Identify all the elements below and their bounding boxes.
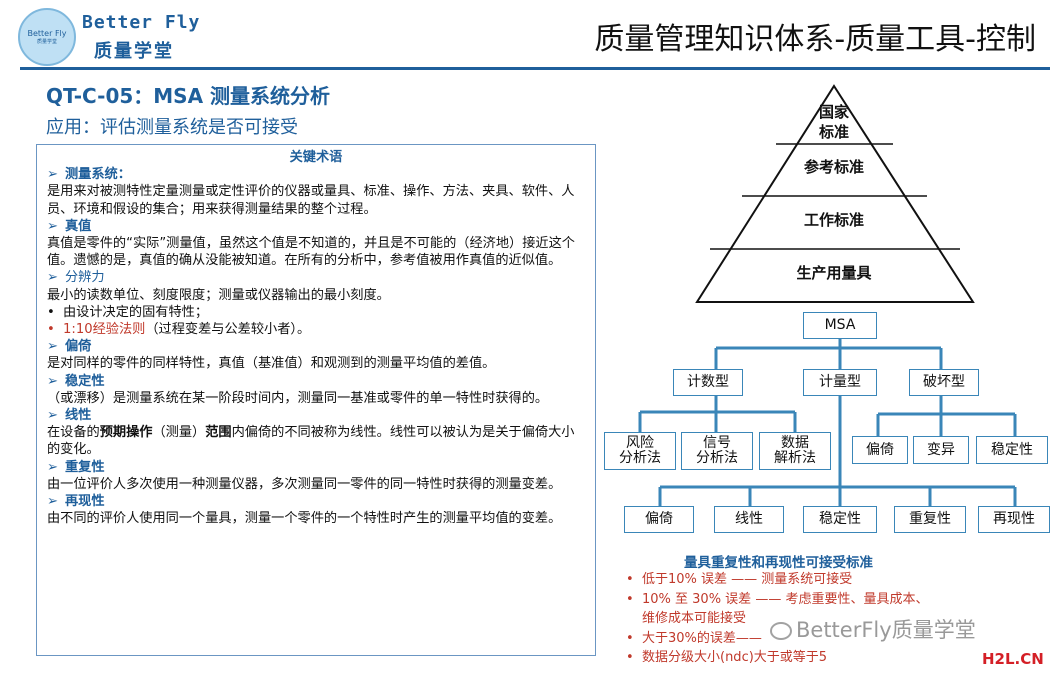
brand-english: Better Fly [82,12,201,33]
term-reproducibility: ➢ 再现性 [47,493,585,510]
destructive-bias-box: 偏倚 [852,436,908,464]
term-title: 真值 [65,218,92,234]
measure-repeatability-box: 重复性 [894,506,966,533]
logo-text: Better Fly [27,29,67,38]
term-title: 线性 [65,408,92,424]
arrow-icon: ➢ [47,218,59,234]
arrow-icon: ➢ [47,459,59,475]
bullet-text: 由设计决定的固有特性； [63,304,209,320]
term-repeatability: ➢ 重复性 [47,459,585,476]
criteria-title: 量具重复性和再现性可接受标准 [684,555,873,571]
term-body: 最小的读数单位、刻度限度；测量或仪器输出的最小刻度。 [47,287,390,303]
wechat-icon [770,622,792,640]
arrow-icon: ➢ [47,494,59,510]
box-text: 分析法 [696,450,738,466]
criteria-item: •数据分级大小(ndc)大于或等于5 [626,650,828,665]
box-text: 信号 [703,435,731,451]
term-body: （或漂移）是测量系统在某一阶段时间内，测量同一基准或零件的单一特性时获得的。 [47,390,549,406]
measure-type-box: 计量型 [803,369,877,396]
arrow-icon: ➢ [47,270,59,286]
text-part: 在设备的 [47,425,100,441]
destructive-variation-box: 变异 [913,436,969,464]
criteria-item: •10% 至 30% 误差 —— 考虑重要性、量具成本、 [626,591,929,607]
criteria-item: •大于30%的误差—— [626,630,762,646]
measure-stability-box: 稳定性 [803,506,877,533]
risk-analysis-box: 风险分析法 [604,432,676,470]
criteria-text: 数据分级大小(ndc)大于或等于5 [642,650,828,665]
criteria-text: 低于10% 误差 —— 测量系统可接受 [642,572,853,587]
measure-reproducibility-box: 再现性 [978,506,1050,533]
msa-root-box: MSA [803,312,877,339]
key-terms-box: 关键术语 ➢ 测量系统： 是用来对被测特性定量测量或定性评价的仪器或量具、标准、操… [36,144,596,656]
arrow-icon: ➢ [47,373,59,389]
signal-analysis-box: 信号分析法 [681,432,753,470]
pyramid-level-production: 生产用量具 [796,264,872,282]
term-linearity: ➢ 线性 [47,407,585,424]
site-mark: H2L.CN [982,650,1044,668]
term-title: 偏倚 [65,339,92,355]
text-bold: 范围 [205,425,232,441]
measure-bias-box: 偏倚 [624,506,694,533]
page-title: 质量管理知识体系-质量工具-控制 [594,22,1036,57]
term-bias: ➢ 偏倚 [47,338,585,355]
term-body: 由不同的评价人使用同一个量具，测量一个零件的一个特性时产生的测量平均值的变差。 [47,511,562,527]
bullet-text: （过程变差与公差较小者）。 [145,322,311,338]
data-analysis-box: 数据解析法 [759,432,831,470]
criteria-text: 10% 至 30% 误差 —— 考虑重要性、量具成本、 [642,591,929,607]
key-terms-heading: 关键术语 [289,150,343,165]
term-title: 测量系统： [65,167,131,183]
resolution-bullet-2: •1:10经验法则（过程变差与公差较小者）。 [47,322,311,338]
criteria-item: •低于10% 误差 —— 测量系统可接受 [626,572,853,587]
criteria-list: •低于10% 误差 —— 测量系统可接受 •10% 至 30% 误差 —— 考虑… [626,570,928,668]
count-type-box: 计数型 [673,369,743,396]
term-body: 是对同样的零件的同样特性，真值（基准值）和观测到的测量平均值的差值。 [47,356,496,372]
destructive-stability-box: 稳定性 [976,436,1048,464]
term-stability: ➢ 稳定性 [47,373,585,390]
term-title: 重复性 [65,459,105,475]
section-title: QT-C-05：MSA 测量系统分析 [46,84,331,108]
arrow-icon: ➢ [47,408,59,424]
box-text: 分析法 [619,450,661,466]
measure-linearity-box: 线性 [714,506,784,533]
pyramid-level-reference: 参考标准 [803,158,864,176]
brand-chinese: 质量学堂 [94,41,174,62]
watermark-text: BetterFly质量学堂 [796,618,976,642]
term-body: 在设备的预期操作（测量）范围内偏倚的不同被称为线性。线性可以被认为是关于偏倚大小… [47,424,585,458]
term-body: 由一位评价人多次使用一种测量仪器，多次测量同一零件的同一特性时获得的测量变差。 [47,476,562,492]
watermark: BetterFly质量学堂 [770,614,976,644]
criteria-item-continued: 维修成本可能接受 [642,611,747,626]
rule-of-thumb: 1:10经验法则 [63,322,146,338]
text-bold: 预期操作 [99,425,153,441]
term-resolution: ➢ 分辨力 [47,269,585,286]
header-divider [20,67,1050,70]
pyramid-text: 标准 [818,123,849,141]
pyramid-level-national: 国家标准 [804,102,864,142]
standards-pyramid [695,84,975,303]
logo-small-text: 质量学堂 [36,39,57,45]
term-body: 是用来对被测特性定量测量或定性评价的仪器或量具、标准、操作、方法、夹具、软件、人… [47,184,575,217]
term-measurement-system: ➢ 测量系统： [47,166,585,183]
logo: Better Fly 质量学堂 [18,8,76,66]
term-true-value: ➢ 真值 [47,218,585,235]
text-part: （测量） [152,425,206,441]
destructive-type-box: 破坏型 [909,369,979,396]
box-text: 数据 [781,435,809,451]
term-title: 再现性 [65,494,105,510]
arrow-icon: ➢ [47,167,59,183]
box-text: 解析法 [774,450,816,466]
term-title: 稳定性 [65,373,105,389]
arrow-icon: ➢ [47,339,59,355]
text-part: 内偏倚的不同被称为线性。线性可以被认为是关于偏倚大小的变化。 [47,425,575,458]
pyramid-level-working: 工作标准 [803,211,864,229]
pyramid-text: 国家 [818,103,849,121]
term-title: 分辨力 [65,270,105,286]
resolution-bullet-1: •由设计决定的固有特性； [47,304,209,320]
criteria-text: 大于30%的误差—— [642,630,762,646]
section-application: 应用：评估测量系统是否可接受 [46,117,298,138]
box-text: 风险 [626,435,654,451]
term-body: 真值是零件的“实际”测量值，虽然这个值是不知道的，并且是不可能的（经济地）接近这… [47,236,575,269]
